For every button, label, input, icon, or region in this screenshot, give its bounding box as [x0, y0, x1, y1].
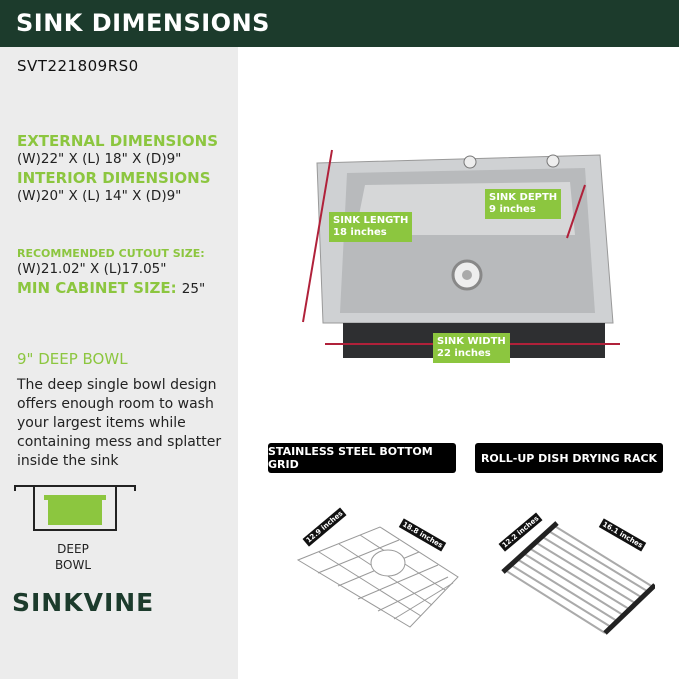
deep-bowl-description: The deep single bowl design offers enoug… [17, 377, 222, 469]
bowl-label-2: BOWL [54, 558, 92, 572]
deep-bowl-caption: DEEP BOWL [38, 541, 108, 573]
rack-title-label: ROLL-UP DISH DRYING RACK [475, 443, 663, 473]
brand-logo: SINKVINE [12, 588, 155, 617]
bowl-label-1: DEEP [57, 542, 89, 556]
cabinet-size: MIN CABINET SIZE: 25" [17, 278, 205, 297]
cutout-value: (W)21.02" X (L)17.05" [17, 261, 167, 277]
width-label: SINK WIDTH [437, 336, 506, 347]
depth-arrow [566, 184, 586, 239]
deep-bowl-title: 9" DEEP BOWL [17, 350, 128, 368]
length-arrow [302, 149, 333, 323]
model-number: SVT221809RS0 [17, 57, 139, 75]
interior-label: INTERIOR DIMENSIONS [17, 169, 211, 187]
depth-label: SINK DEPTH [489, 192, 558, 203]
bottom-grid-image [296, 526, 459, 628]
external-label: EXTERNAL DIMENSIONS [17, 132, 219, 150]
length-label: SINK LENGTH [333, 215, 409, 226]
interior-value: (W)20" X (L) 14" X (D)9" [17, 188, 182, 204]
spec-panel [0, 47, 238, 679]
width-value: 22 inches [437, 348, 491, 359]
cabinet-label: MIN CABINET SIZE: [17, 279, 177, 297]
cabinet-value: 25" [181, 281, 206, 297]
header-bar: SINK DIMENSIONS [0, 0, 679, 47]
deep-bowl-icon [14, 485, 136, 531]
page-title: SINK DIMENSIONS [16, 9, 270, 37]
cutout-label: RECOMMENDED CUTOUT SIZE: [17, 247, 205, 260]
depth-value: 9 inches [489, 204, 536, 215]
drying-rack-image [501, 521, 655, 635]
length-value: 18 inches [333, 227, 387, 238]
grid-title-label: STAINLESS STEEL BOTTOM GRID [268, 443, 456, 473]
external-value: (W)22" X (L) 18" X (D)9" [17, 151, 182, 167]
